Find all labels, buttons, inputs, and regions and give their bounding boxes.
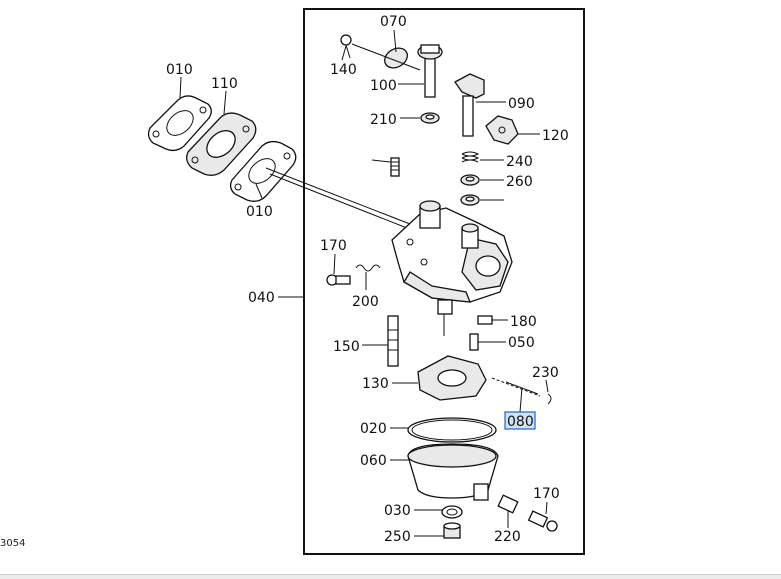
emulsion-tube-150 [387, 315, 399, 367]
callout-020[interactable]: 020 [360, 421, 387, 437]
drain-screw-220 [497, 494, 519, 514]
callout-240[interactable]: 240 [506, 154, 533, 170]
leader-lines [179, 29, 549, 537]
callout-150[interactable]: 150 [333, 339, 360, 355]
throttle-shaft-100 [417, 44, 443, 98]
callout-260[interactable]: 260 [506, 174, 533, 190]
callout-120[interactable]: 120 [542, 128, 569, 144]
idle-screw-170-top [326, 274, 351, 286]
callout-230[interactable]: 230 [532, 365, 559, 381]
spring-240 [461, 151, 480, 163]
callout-220[interactable]: 220 [494, 529, 521, 545]
bottom-scrollbar-strip [0, 574, 781, 579]
washer-210-mid [460, 194, 480, 206]
choke-lever-090 [454, 73, 485, 137]
seal-260 [460, 174, 480, 186]
gasket-010-bottom [229, 140, 297, 202]
pilot-screw-090 [390, 157, 400, 177]
washer-210-top [420, 112, 440, 124]
assembly-frame [303, 8, 585, 555]
callout-labels: 070 140 100 010 110 090 210 120 240 260 … [166, 14, 569, 545]
spring-200 [355, 264, 381, 272]
callout-060[interactable]: 060 [360, 453, 387, 469]
callout-130[interactable]: 130 [362, 376, 389, 392]
callout-180[interactable]: 180 [510, 314, 537, 330]
callout-010-bottom[interactable]: 010 [246, 204, 273, 220]
diagram-reference-code: 3054 [0, 538, 26, 549]
callout-170-top[interactable]: 170 [320, 238, 347, 254]
carburetor-body-040 [391, 200, 513, 315]
gasket-010-top [147, 95, 212, 152]
callout-170-bottom[interactable]: 170 [533, 486, 560, 502]
callout-110[interactable]: 110 [211, 76, 238, 92]
jet-180 [477, 315, 493, 325]
callout-080[interactable]: 080 [507, 414, 534, 430]
insulator-110 [186, 112, 257, 176]
clip-230 [547, 393, 552, 405]
callout-090-choke[interactable]: 090 [508, 96, 535, 112]
callout-140[interactable]: 140 [330, 62, 357, 78]
callout-010-top[interactable]: 010 [166, 62, 193, 78]
callout-030[interactable]: 030 [384, 503, 411, 519]
callout-070[interactable]: 070 [380, 14, 407, 30]
drain-plug-250 [443, 522, 461, 539]
callout-040[interactable]: 040 [248, 290, 275, 306]
float-130 [417, 355, 487, 401]
callout-200[interactable]: 200 [352, 294, 379, 310]
washer-030 [441, 505, 463, 519]
float-bowl-060 [407, 443, 499, 501]
o-ring-020 [407, 417, 497, 443]
callout-050[interactable]: 050 [508, 335, 535, 351]
selected-callout-highlight [504, 411, 536, 430]
callout-210-top[interactable]: 210 [370, 112, 397, 128]
callout-250[interactable]: 250 [384, 529, 411, 545]
screw-140 [340, 34, 352, 59]
jet-050 [469, 333, 479, 351]
bowl-bolt-170 [527, 510, 558, 532]
choke-plate-120 [485, 115, 519, 145]
callout-100[interactable]: 100 [370, 78, 397, 94]
